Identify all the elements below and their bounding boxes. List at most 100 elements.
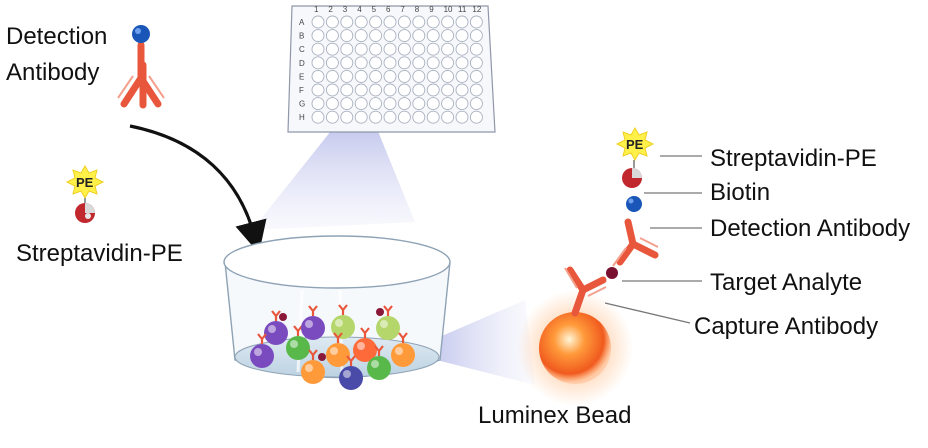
plate-well bbox=[426, 97, 440, 111]
well-bead-antibody bbox=[257, 333, 267, 344]
well-bead-highlight bbox=[380, 320, 388, 328]
plate-well bbox=[455, 110, 469, 124]
plate-well bbox=[455, 83, 469, 97]
plate-well bbox=[441, 15, 455, 29]
detection-antibody-label-line1: Detection bbox=[6, 23, 107, 50]
well-bead-antibody bbox=[308, 349, 318, 360]
plate-column-label: 1 bbox=[314, 5, 319, 14]
plate-well bbox=[412, 29, 426, 43]
plate-well bbox=[412, 110, 426, 124]
plate-well bbox=[383, 110, 397, 124]
streptavidin-pe-right-label: Streptavidin-PE bbox=[710, 145, 877, 172]
plate-row-label: A bbox=[299, 18, 305, 27]
sample-well bbox=[223, 235, 451, 390]
plate-well bbox=[354, 15, 368, 29]
plate-well bbox=[311, 83, 325, 97]
plate-column-label: 10 bbox=[444, 5, 453, 14]
plate-well bbox=[426, 42, 440, 56]
plate-well bbox=[354, 42, 368, 56]
plate-well bbox=[340, 15, 354, 29]
plate-well bbox=[412, 56, 426, 70]
streptavidin-icon-left bbox=[75, 203, 95, 223]
plate-column-label: 3 bbox=[343, 5, 348, 14]
plate-well bbox=[412, 97, 426, 111]
process-arrow bbox=[129, 124, 267, 254]
plate-well bbox=[441, 29, 455, 43]
plate-column-label: 8 bbox=[415, 5, 420, 14]
plate-well bbox=[311, 69, 325, 83]
plate-well bbox=[311, 110, 325, 124]
plate-well bbox=[397, 42, 411, 56]
plate-well bbox=[412, 83, 426, 97]
plate-well bbox=[369, 42, 383, 56]
plate-well bbox=[311, 29, 325, 43]
plate-well bbox=[469, 56, 483, 70]
plate-well bbox=[354, 83, 368, 97]
plate-well bbox=[325, 110, 339, 124]
plate-row-label: E bbox=[299, 72, 304, 81]
plate-well bbox=[469, 69, 483, 83]
plate-well bbox=[354, 97, 368, 111]
biotin-right-dot bbox=[626, 196, 642, 212]
plate-well bbox=[441, 110, 455, 124]
biotin-label: Biotin bbox=[710, 179, 770, 206]
capture-antibody-figure bbox=[564, 266, 607, 317]
plate-well bbox=[383, 42, 397, 56]
plate-well bbox=[441, 56, 455, 70]
well-bead-antibody bbox=[360, 327, 370, 338]
streptavidin-pe-left-label: Streptavidin-PE bbox=[16, 240, 183, 267]
plate-well bbox=[426, 56, 440, 70]
detection-antibody-figure bbox=[117, 25, 165, 108]
plate-well bbox=[369, 97, 383, 111]
plate-well bbox=[469, 29, 483, 43]
plate-well bbox=[397, 83, 411, 97]
well-bead bbox=[339, 366, 363, 390]
plate-well bbox=[325, 15, 339, 29]
well-bead bbox=[301, 316, 325, 340]
plate-well bbox=[369, 83, 383, 97]
plate-well bbox=[340, 56, 354, 70]
plate-well bbox=[455, 69, 469, 83]
plate-well bbox=[369, 15, 383, 29]
plate-well bbox=[412, 15, 426, 29]
plate-well bbox=[325, 29, 339, 43]
well-bead bbox=[250, 344, 274, 368]
plate-well bbox=[441, 83, 455, 97]
well-bead-highlight bbox=[268, 325, 276, 333]
plate-column-label: 9 bbox=[429, 5, 434, 14]
well-bead-highlight bbox=[371, 360, 379, 368]
plate-well bbox=[455, 29, 469, 43]
well-analyte-dot bbox=[376, 308, 384, 316]
well-bead-highlight bbox=[305, 320, 313, 328]
plate-well bbox=[369, 110, 383, 124]
detection-antibody-label-line2: Antibody bbox=[6, 59, 99, 86]
well-bead bbox=[264, 321, 288, 345]
plate-well bbox=[325, 56, 339, 70]
plate-well bbox=[311, 42, 325, 56]
plate-well bbox=[426, 15, 440, 29]
bead-beam bbox=[405, 300, 535, 385]
plate-well bbox=[354, 69, 368, 83]
plate-well bbox=[469, 110, 483, 124]
plate-well bbox=[369, 29, 383, 43]
plate-row-label: B bbox=[299, 32, 304, 41]
plate-well bbox=[354, 110, 368, 124]
plate-well bbox=[412, 69, 426, 83]
streptavidin-icon-right bbox=[622, 168, 642, 188]
plate-well bbox=[469, 83, 483, 97]
plate-well bbox=[354, 56, 368, 70]
well-bead-antibody bbox=[271, 310, 281, 321]
plate-well bbox=[311, 97, 325, 111]
plate-well bbox=[397, 69, 411, 83]
well-bead-highlight bbox=[305, 364, 313, 372]
plate-well bbox=[325, 83, 339, 97]
pe-badge-left-text: PE bbox=[76, 175, 94, 190]
plate-well bbox=[397, 97, 411, 111]
well-bead-highlight bbox=[357, 342, 365, 350]
well-bead-highlight bbox=[343, 370, 351, 378]
plate-well bbox=[441, 69, 455, 83]
detection-antibody-right-figure bbox=[612, 218, 659, 267]
plate-well bbox=[469, 97, 483, 111]
well-bead bbox=[301, 360, 325, 384]
